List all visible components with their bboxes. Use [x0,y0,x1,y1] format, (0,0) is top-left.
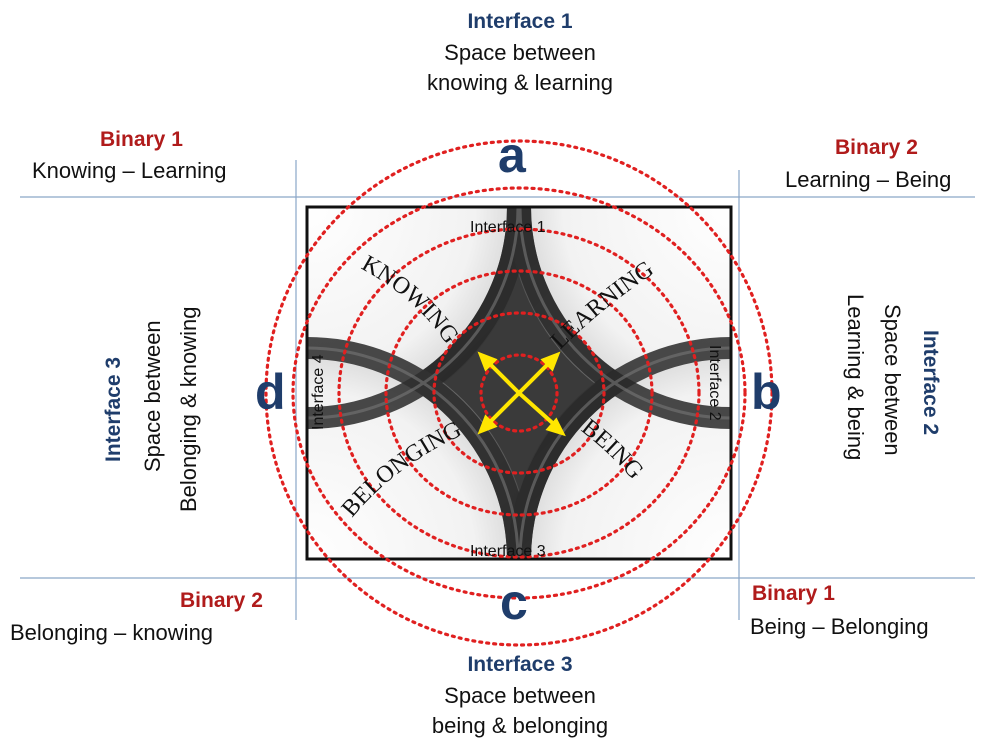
binary-bottom-right-text: Being – Belonging [750,614,929,639]
top-interface-title: Interface 1 [467,10,573,33]
top-interface-line1: Space between [444,40,596,65]
inner-interface-2: Interface 2 [706,345,723,421]
bottom-interface-line2: being & belonging [431,713,609,738]
guide-lines [20,160,975,620]
binary-top-right-text: Learning – Being [785,167,952,192]
right-interface-title: Interface 2 [919,330,942,436]
inner-interface-3: Interface 3 [470,543,546,560]
binary-top-left-title: Binary 1 [100,128,183,151]
bottom-interface-title: Interface 3 [467,653,573,676]
binary-top-left-text: Knowing – Learning [32,158,227,183]
top-interface-block: Interface 1 Space between knowing & lear… [400,10,640,96]
concentric-circles [264,139,774,647]
binary-bottom-left-title: Binary 2 [180,589,263,612]
top-interface-line2: knowing & learning [427,70,613,95]
left-interface-title: Interface 3 [102,356,125,462]
left-interface-line2: Belonging & knowing [176,306,201,512]
box-border [305,205,733,561]
inner-interface-1: Interface 1 [470,219,546,236]
petal-box [305,205,733,561]
right-interface-line1: Space between [880,304,905,456]
bottom-interface-line1: Space between [444,683,596,708]
binary-bottom-right-title: Binary 1 [752,582,835,605]
center-arrows [477,351,566,437]
bottom-interface-block: Interface 3 Space between being & belong… [400,653,640,739]
letter-d: d [255,364,286,420]
right-interface-line2: Learning & being [843,294,868,461]
letter-b: b [751,364,782,420]
left-interface-line1: Space between [140,320,165,472]
inner-interface-4: Interface 4 [310,354,327,430]
binary-bottom-left-text: Belonging – knowing [10,620,214,645]
letter-a: a [498,127,526,183]
letter-c: c [500,574,528,630]
binary-top-right-title: Binary 2 [835,136,918,159]
